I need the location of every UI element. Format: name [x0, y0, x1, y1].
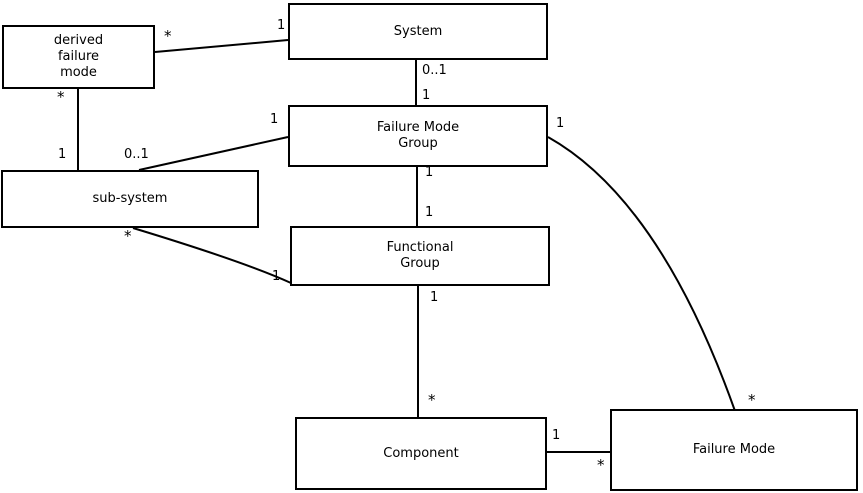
connector-derived-failure-mode-to-system: [154, 39, 289, 53]
class-box-functional-group[interactable]: Functional Group: [290, 226, 550, 286]
class-box-failure-mode[interactable]: Failure Mode: [610, 409, 858, 491]
multiplicity-mult-dfm-subsystem-star: *: [57, 88, 65, 106]
connector-sub-system-to-functional-group: [132, 227, 292, 284]
class-box-label-component: Component: [383, 445, 459, 461]
multiplicity-mult-fm-component-star: *: [597, 456, 605, 474]
multiplicity-mult-fmg-fm-one: 1: [556, 116, 565, 131]
class-box-label-sub-system: sub-system: [92, 191, 168, 206]
multiplicity-mult-component-fm-one: 1: [552, 428, 561, 443]
class-box-derived-failure-mode[interactable]: derived failure mode: [2, 25, 155, 89]
multiplicity-mult-subsystem-fmg-zero-one: 0..1: [124, 147, 149, 162]
multiplicity-mult-system-dfm-one: 1: [277, 18, 286, 33]
multiplicity-mult-subsystem-dfm-one: 1: [58, 147, 67, 162]
class-box-label-failure-mode: Failure Mode: [692, 442, 776, 457]
class-box-failure-mode-group[interactable]: Failure Mode Group: [288, 105, 548, 167]
multiplicity-mult-dfm-system-star: *: [164, 27, 172, 45]
connector-sub-system-to-failure-mode-group: [138, 136, 289, 171]
class-box-component[interactable]: Component: [295, 417, 547, 490]
class-box-system[interactable]: System: [288, 3, 548, 60]
multiplicity-mult-system-fmg-zero-one: 0..1: [422, 63, 447, 78]
multiplicity-mult-fg-component-one: 1: [430, 290, 439, 305]
class-box-label-derived-failure-mode: derived failure mode: [53, 33, 104, 80]
class-box-sub-system[interactable]: sub-system: [1, 170, 259, 228]
multiplicity-mult-component-fg-star: *: [428, 391, 436, 409]
multiplicity-mult-fg-subsystem-one: 1: [272, 269, 281, 284]
multiplicity-mult-fmg-system-one: 1: [422, 88, 431, 103]
multiplicity-mult-subsystem-fg-star: *: [124, 227, 132, 245]
multiplicity-mult-fm-fmg-star: *: [748, 391, 756, 409]
class-box-label-functional-group: Functional Group: [386, 240, 454, 271]
multiplicity-mult-fg-fmg-one: 1: [425, 205, 434, 220]
connector-failure-mode-group-to-failure-mode: [547, 136, 736, 412]
multiplicity-mult-fmg-fg-one: 1: [425, 165, 434, 180]
class-box-label-failure-mode-group: Failure Mode Group: [376, 120, 460, 151]
class-box-label-system: System: [393, 23, 443, 39]
multiplicity-mult-fmg-subsystem-one: 1: [270, 112, 279, 127]
